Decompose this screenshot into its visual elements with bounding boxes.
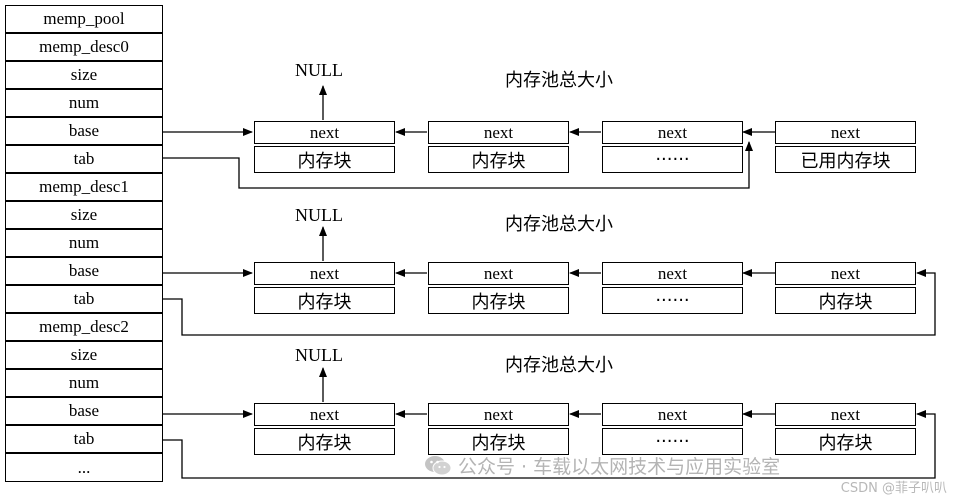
table-cell-memp-pool: memp_pool xyxy=(5,5,163,33)
table-cell-memp-desc0: memp_desc0 xyxy=(5,33,163,61)
wechat-icon xyxy=(425,455,452,475)
next-pointer-box: next xyxy=(602,121,743,144)
table-cell-memp-desc1: memp_desc1 xyxy=(5,173,163,201)
table-cell-base: base xyxy=(5,117,163,145)
next-pointer-box: next xyxy=(254,403,395,426)
pool-size-label: 内存池总大小 xyxy=(505,355,613,376)
memory-block: 内存块 xyxy=(254,287,395,314)
used-memory-block: 已用内存块 xyxy=(775,146,916,173)
table-cell-base: base xyxy=(5,257,163,285)
table-cell-size: size xyxy=(5,341,163,369)
next-pointer-box: next xyxy=(775,262,916,285)
table-cell-num: num xyxy=(5,369,163,397)
memory-block-ellipsis: ······ xyxy=(602,146,743,173)
next-pointer-box: next xyxy=(775,121,916,144)
tab-connector xyxy=(163,141,753,189)
next-pointer-box: next xyxy=(254,121,395,144)
next-pointer-box: next xyxy=(602,403,743,426)
table-cell-ellipsis: ... xyxy=(5,453,163,482)
tab-connector xyxy=(163,410,936,479)
next-pointer-box: next xyxy=(775,403,916,426)
pool-size-label: 内存池总大小 xyxy=(505,214,613,235)
memory-block: 内存块 xyxy=(254,146,395,173)
table-cell-tab: tab xyxy=(5,425,163,453)
next-pointer-box: next xyxy=(602,262,743,285)
null-label: NULL xyxy=(295,60,343,80)
memory-block: 内存块 xyxy=(254,428,395,455)
watermark: 公众号 · 车载以太网技术与应用实验室 xyxy=(424,452,780,479)
table-cell-num: num xyxy=(5,89,163,117)
watermark-text: 公众号 · 车载以太网技术与应用实验室 xyxy=(458,456,781,478)
next-pointer-box: next xyxy=(428,121,569,144)
null-label: NULL xyxy=(295,345,343,365)
memory-block: 内存块 xyxy=(775,428,916,455)
csdn-watermark: CSDN @菲子叭叭 xyxy=(840,481,947,496)
pool-size-label: 内存池总大小 xyxy=(505,70,613,91)
memory-block: 内存块 xyxy=(428,428,569,455)
table-cell-memp-desc2: memp_desc2 xyxy=(5,313,163,341)
memory-block: 内存块 xyxy=(775,287,916,314)
table-cell-tab: tab xyxy=(5,285,163,313)
memory-block: 内存块 xyxy=(428,287,569,314)
memory-block: 内存块 xyxy=(428,146,569,173)
table-cell-num: num xyxy=(5,229,163,257)
memory-block-ellipsis: ······ xyxy=(602,428,743,455)
table-cell-size: size xyxy=(5,61,163,89)
null-label: NULL xyxy=(295,205,343,225)
table-cell-size: size xyxy=(5,201,163,229)
memory-block-ellipsis: ······ xyxy=(602,287,743,314)
tab-connector xyxy=(163,269,936,336)
next-pointer-box: next xyxy=(428,262,569,285)
next-pointer-box: next xyxy=(428,403,569,426)
next-pointer-box: next xyxy=(254,262,395,285)
table-cell-tab: tab xyxy=(5,145,163,173)
table-cell-base: base xyxy=(5,397,163,425)
